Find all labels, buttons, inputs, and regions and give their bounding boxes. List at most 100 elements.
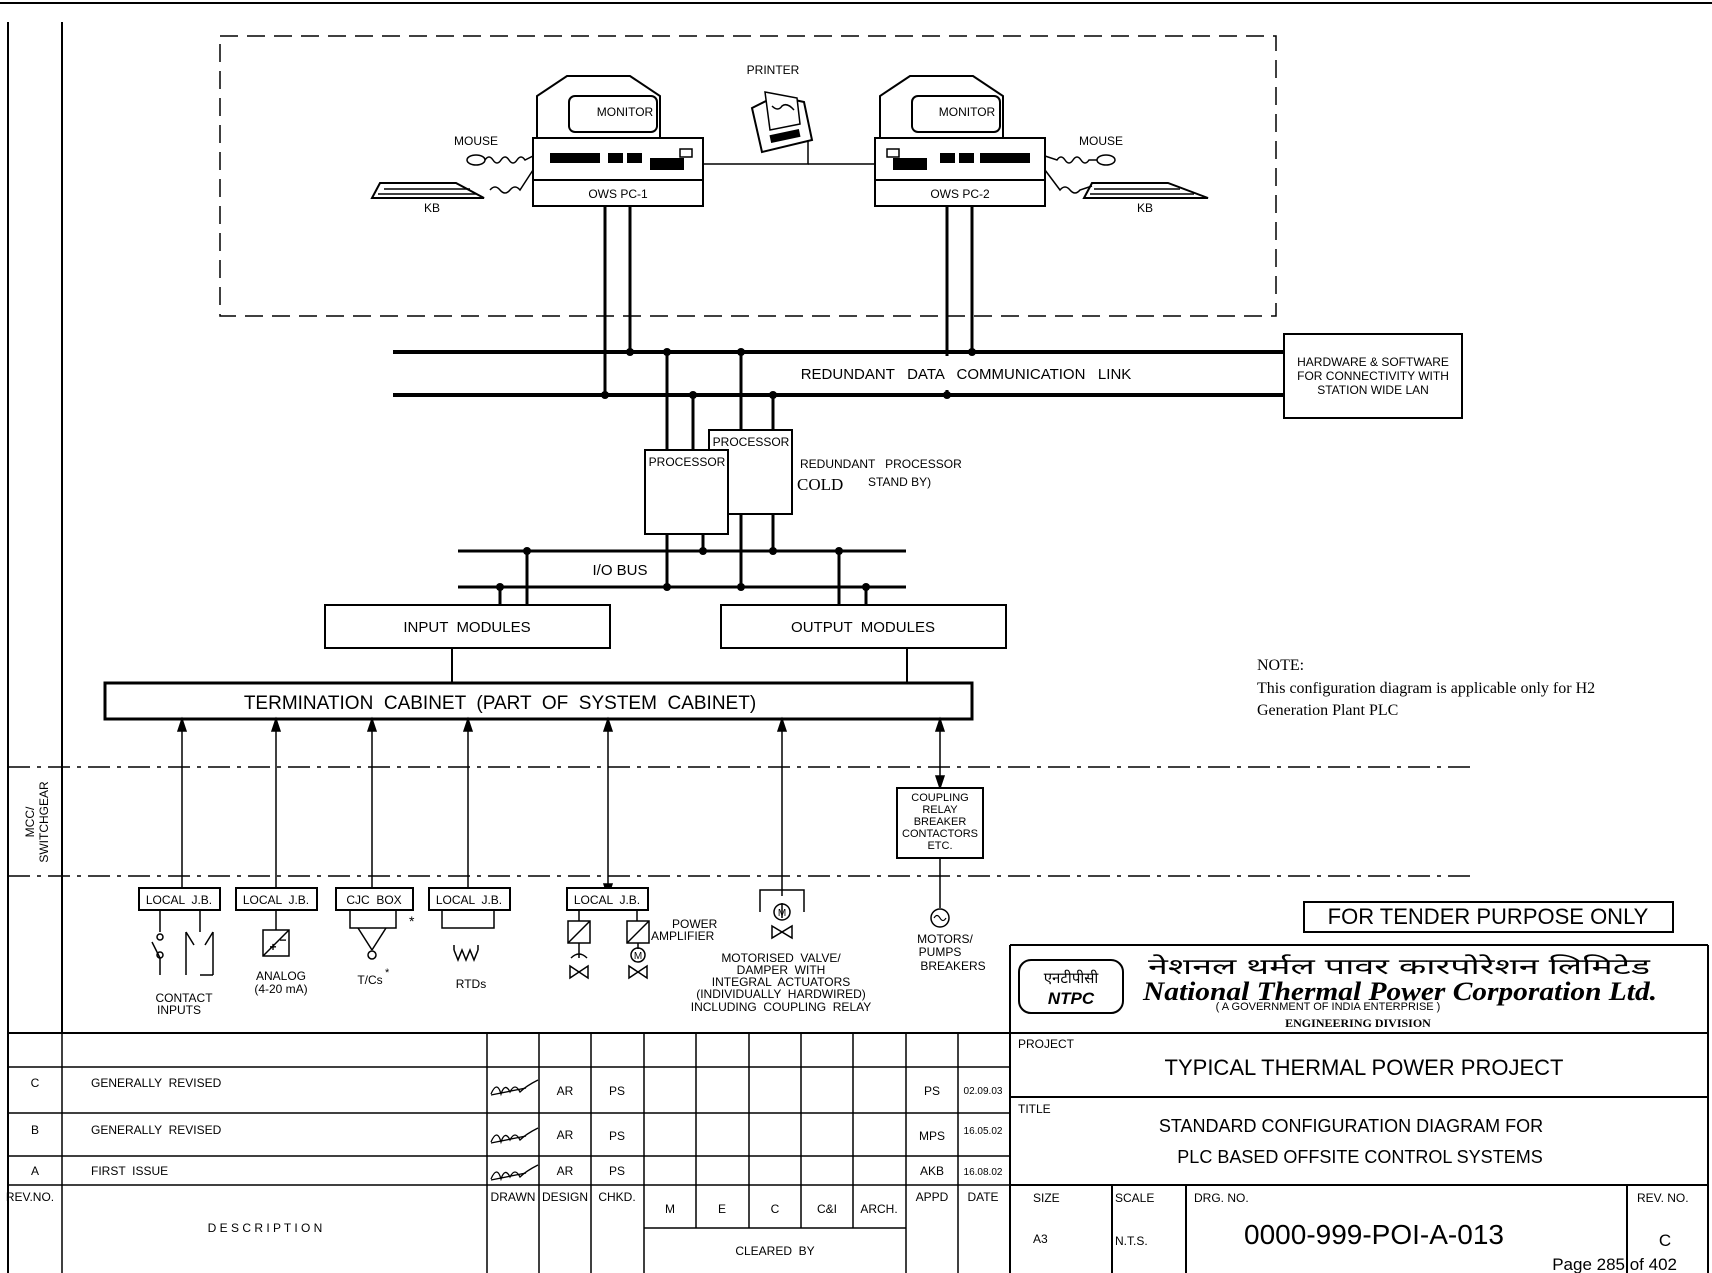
- analog-line1: ANALOG: [256, 969, 306, 983]
- government-enterprise: ( A GOVERNMENT OF INDIA ENTERPRISE ): [1216, 1001, 1441, 1013]
- monitor-2-screen: [911, 95, 1001, 133]
- printer: PRINTER: [703, 63, 876, 165]
- header-e: E: [718, 1202, 726, 1216]
- note-line1: This configuration diagram is applicable…: [1257, 680, 1595, 697]
- jb-output: [566, 887, 649, 911]
- processor-network-drops: [665, 352, 775, 450]
- jb-rtd: [428, 887, 511, 911]
- motors-line2: PUMPS: [919, 945, 962, 959]
- input-modules-box: [324, 604, 611, 649]
- svg-text:−: −: [279, 933, 286, 947]
- rev-row-b-appd: MPS: [919, 1129, 945, 1143]
- field-device-symbols: [151, 889, 805, 980]
- contact-inputs-line2: INPUTS: [157, 1003, 201, 1017]
- mouse-2: [1096, 154, 1116, 166]
- header-c: C: [771, 1202, 780, 1216]
- monitor-1-screen: [568, 95, 658, 133]
- header-rev-no: REV.NO.: [6, 1190, 54, 1204]
- rev-row-c-appd: PS: [924, 1084, 940, 1098]
- pc-1-drive-slot: [550, 153, 600, 163]
- keyboard-1: [370, 182, 485, 199]
- rev-row-a-appd: AKB: [920, 1164, 944, 1178]
- processor-standby-label: PROCESSOR: [713, 435, 790, 449]
- keyboard-1-label: KB: [424, 201, 440, 215]
- pc-1-power-button: [679, 148, 693, 158]
- rev-row-b-date: 16.05.02: [964, 1126, 1003, 1137]
- printer-paper: [764, 91, 801, 131]
- header-description: D E S C R I P T I O N: [208, 1221, 323, 1235]
- pc-1-drive-slot-3: [627, 153, 642, 163]
- motorised-line4: (INDIVIDUALLY HARDWIRED): [696, 987, 866, 1001]
- operator-station-boundary: [219, 35, 1277, 317]
- cjc-box-label: CJC BOX: [346, 893, 401, 907]
- jb-rtd-label: LOCAL J.B.: [436, 893, 502, 907]
- rev-row-a-rev: A: [31, 1164, 39, 1178]
- ows-pc-2: MONITOR OWS PC-2 KB MOUSE: [874, 75, 1209, 215]
- lan-connectivity-box: [1283, 333, 1463, 419]
- ows-pc-1: MONITOR OWS PC-1 KB MOUSE: [370, 75, 704, 215]
- company-name-hindi: नेशनल थर्मल पावर कारपोरेशन लिमिटेड: [1148, 954, 1650, 979]
- tender-stamp: FOR TENDER PURPOSE ONLY: [1328, 904, 1649, 929]
- ntpc-logo-hindi: एनटीपीसी: [1044, 969, 1100, 987]
- ntpc-logo: [1018, 959, 1124, 1014]
- lan-box-line2: FOR CONNECTIVITY WITH: [1297, 369, 1449, 383]
- power-amplifier-line1: POWER: [672, 917, 718, 931]
- project-name: TYPICAL THERMAL POWER PROJECT: [1165, 1055, 1564, 1080]
- field-signal-lines: [176, 716, 946, 899]
- pc-2-drive-slot: [893, 158, 927, 170]
- data-link-label-bg: [770, 356, 1162, 390]
- motorised-line1: MOTORISED VALVE/: [721, 951, 841, 965]
- svg-text:M: M: [634, 951, 642, 962]
- rev-row-c-description: GENERALLY REVISED: [91, 1076, 222, 1090]
- keyboard-2: [1082, 182, 1209, 199]
- jb-contact-label: LOCAL J.B.: [146, 893, 212, 907]
- rtd-label: RTDs: [456, 977, 486, 991]
- size-label: SIZE: [1033, 1191, 1060, 1205]
- svg-text:M: M: [778, 908, 786, 919]
- termination-cabinet-box: [103, 681, 974, 721]
- header-ci: C&I: [817, 1202, 837, 1216]
- drawn-signatures: [490, 1079, 539, 1182]
- ows-pc-2-label: OWS PC-2: [930, 187, 990, 201]
- pc-1-drive-slot-2: [608, 153, 623, 163]
- header-design: DESIGN: [542, 1190, 588, 1204]
- processor-main-box: [644, 449, 729, 535]
- tc-label: T/Cs: [357, 973, 382, 987]
- junction-boxes: LOCAL J.B. LOCAL J.B. CJC BOX LOCAL J.B.…: [138, 887, 649, 911]
- processor-main-label: PROCESSOR: [649, 455, 726, 469]
- motorised-line5: INCLUDING COUPLING RELAY: [691, 1000, 871, 1014]
- rev-row-b-design: AR: [557, 1128, 574, 1142]
- rev-row-a-description: FIRST ISSUE: [91, 1164, 168, 1178]
- jb-output-label: LOCAL J.B.: [574, 893, 640, 907]
- motors-line1: MOTORS/: [917, 932, 973, 946]
- scale-value: N.T.S.: [1115, 1234, 1148, 1248]
- mcc-zone-boundaries: [8, 766, 1470, 877]
- io-bus-label-bg: [580, 557, 660, 581]
- pc-network-drops: [603, 206, 974, 395]
- cold-label: COLD: [797, 475, 843, 494]
- header-appd: APPD: [916, 1190, 949, 1204]
- lan-box-line1: HARDWARE & SOFTWARE: [1297, 355, 1449, 369]
- title-block-grid: [1010, 1032, 1708, 1273]
- rev-row-c-chkd: PS: [609, 1084, 625, 1098]
- coupling-line1: COUPLING: [911, 792, 968, 804]
- pc-1-drive-slot-4: [650, 158, 684, 170]
- drawing-number: 0000-999-POI-A-013: [1244, 1219, 1504, 1250]
- side-label-line2: SWITCHGEAR: [37, 781, 51, 863]
- title-line2: PLC BASED OFFSITE CONTROL SYSTEMS: [1177, 1147, 1542, 1167]
- cjc-asterisk: *: [409, 913, 415, 929]
- printer-label: PRINTER: [747, 63, 800, 77]
- rev-row-b-rev: B: [31, 1123, 39, 1137]
- cjc-box: [335, 887, 414, 911]
- mouse-2-cable: [1044, 155, 1097, 164]
- mouse-1: [466, 154, 486, 166]
- rev-row-c-date: 02.09.03: [964, 1086, 1003, 1097]
- header-arch: ARCH.: [860, 1202, 897, 1216]
- keyboard-1-cable: [489, 169, 534, 194]
- rev-row-a-date: 16.08.02: [964, 1167, 1003, 1178]
- keyboard-2-cable: [1044, 169, 1093, 194]
- data-link-junctions: [601, 348, 976, 399]
- engineering-division: ENGINEERING DIVISION: [1285, 1016, 1431, 1030]
- pc-2-base: [874, 179, 1046, 207]
- coupling-line2: RELAY: [922, 804, 958, 816]
